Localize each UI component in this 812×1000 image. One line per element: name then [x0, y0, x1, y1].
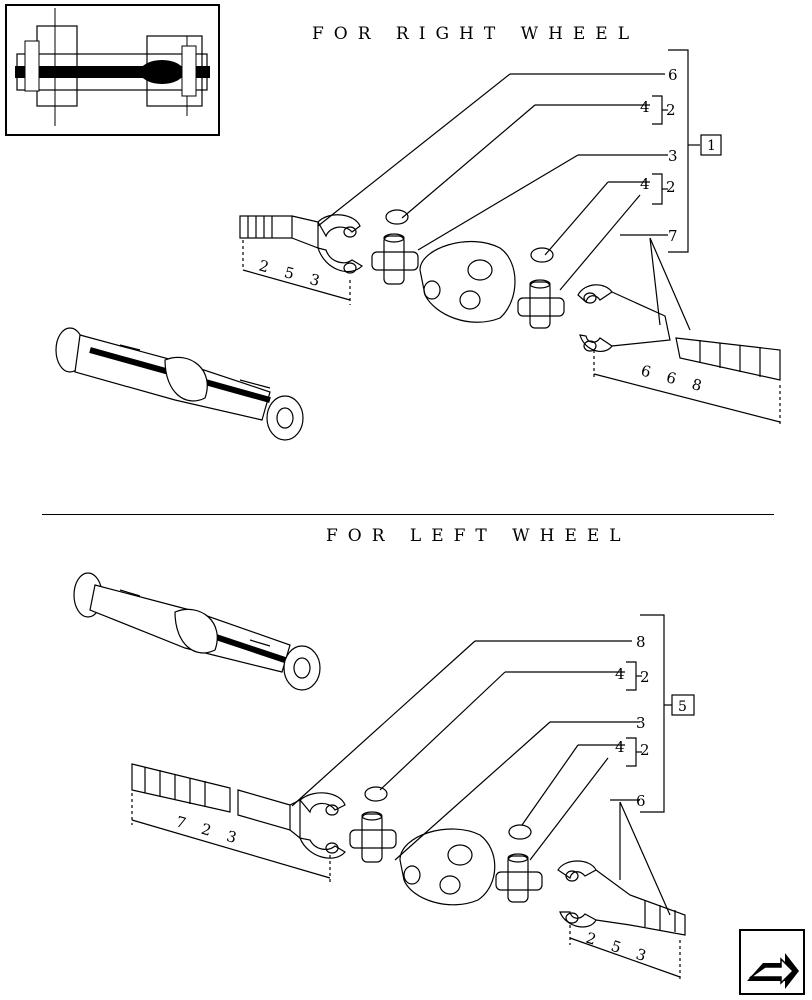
next-page-button[interactable]	[739, 929, 805, 995]
right-axle-assembly	[55, 327, 304, 441]
left-group-box	[671, 694, 695, 716]
left-spider-b	[495, 853, 543, 903]
right-callout-2a: 2	[666, 101, 676, 119]
left-callout-6: 6	[636, 792, 646, 810]
section-divider	[42, 514, 774, 515]
next-page-arrow-icon	[747, 953, 799, 989]
left-center-coupling	[399, 828, 496, 906]
left-dim-line-b	[569, 937, 681, 978]
left-snap-ring-a	[364, 786, 388, 802]
left-snap-ring-b	[508, 824, 532, 840]
left-section	[131, 614, 695, 980]
section-title-left-wheel: FOR LEFT WHEEL	[326, 526, 631, 546]
right-snap-ring-b	[530, 247, 554, 263]
left-axle-assembly	[73, 572, 321, 691]
right-center-coupling	[419, 240, 516, 323]
right-callout-4a: 4	[640, 98, 650, 116]
left-group-bracket	[640, 614, 665, 813]
left-spider-a	[349, 811, 397, 863]
right-stub-shaft	[577, 284, 781, 381]
left-callout-4a: 4	[615, 665, 625, 683]
section-title-right-wheel: FOR RIGHT WHEEL	[312, 24, 640, 44]
right-callout-3: 3	[668, 147, 678, 165]
right-dim-b: 6 6 8	[639, 361, 710, 396]
right-dim-a: 2 5 3	[257, 256, 328, 291]
right-callout-7: 7	[668, 227, 678, 245]
left-callout-4b: 4	[615, 738, 625, 756]
right-callout-6: 6	[668, 66, 678, 84]
right-dim-line-b	[593, 373, 781, 423]
right-section	[239, 49, 781, 425]
left-callout-2a: 2	[640, 668, 650, 686]
left-callout-2b: 2	[640, 741, 650, 759]
axle-overview-thumbnail[interactable]	[5, 4, 220, 136]
left-dim-line-a	[131, 819, 331, 879]
left-group-label: 5	[678, 699, 687, 715]
left-stub-shaft	[557, 860, 686, 936]
left-dim-b: 2 5 3	[584, 929, 654, 967]
right-splined-shaft	[239, 214, 363, 274]
axle-overview-drawing	[15, 8, 210, 126]
left-callout-3: 3	[636, 714, 646, 732]
right-spider-a	[371, 233, 419, 285]
right-snap-ring-a	[385, 209, 409, 225]
left-callout-8: 8	[636, 633, 646, 651]
right-callout-4b: 4	[640, 175, 650, 193]
right-callout-2b: 2	[666, 178, 676, 196]
right-group-box	[700, 134, 722, 156]
right-group-label: 1	[707, 138, 716, 154]
right-group-bracket	[668, 49, 689, 253]
right-dim-line-a	[242, 269, 351, 301]
right-spider-b	[517, 279, 565, 329]
left-long-shaft	[131, 763, 346, 859]
